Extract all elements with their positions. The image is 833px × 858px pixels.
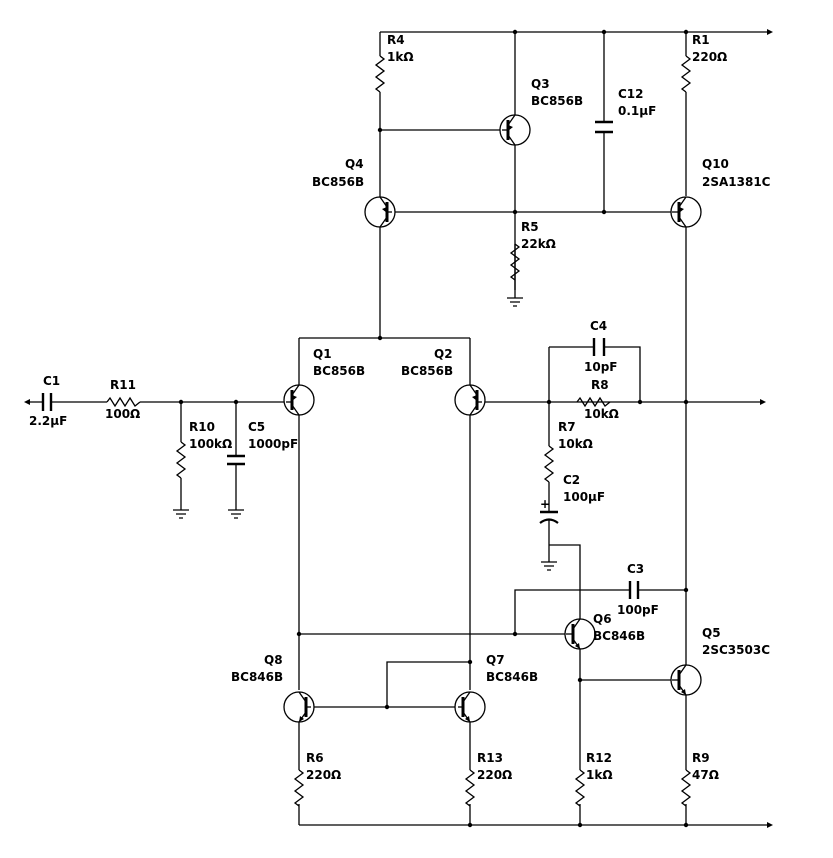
q8-value: BC846B [231, 670, 283, 684]
resistor-r4 [374, 55, 386, 93]
q2-value: BC856B [401, 364, 453, 378]
transistor-q10 [670, 196, 702, 228]
r7-ref: R7 [558, 420, 576, 434]
junction-dots [178, 29, 689, 828]
capacitor-c12 [595, 120, 613, 134]
q1-value: BC856B [313, 364, 365, 378]
transistor-q2 [454, 384, 486, 416]
r6-value: 220Ω [306, 768, 341, 782]
ground-r5 [507, 297, 523, 307]
resistor-r5 [509, 243, 521, 281]
r1-ref: R1 [692, 33, 710, 47]
q4-ref: Q4 [345, 157, 364, 171]
capacitor-c5 [227, 454, 245, 466]
c2-ref: C2 [563, 473, 580, 487]
resistor-r6 [293, 769, 305, 807]
q5-ref: Q5 [702, 626, 721, 640]
ground-r10 [173, 509, 189, 519]
c12-ref: C12 [618, 87, 644, 101]
bottom-rail-terminal [767, 822, 773, 828]
resistor-r7 [543, 445, 555, 483]
r5-value: 22kΩ [521, 237, 556, 251]
q5-value: 2SC3503C [702, 643, 770, 657]
wires [30, 31, 767, 826]
transistor-q8 [283, 691, 315, 723]
top-rail-terminal [767, 29, 773, 35]
r11-ref: R11 [110, 378, 136, 392]
c1-value: 2.2µF [29, 414, 67, 428]
transistor-q6 [564, 618, 596, 650]
r4-ref: R4 [387, 33, 405, 47]
resistor-r9 [680, 769, 692, 807]
c4-ref: C4 [590, 319, 607, 333]
capacitor-c3 [628, 581, 640, 599]
r5-ref: R5 [521, 220, 539, 234]
resistor-r12 [574, 769, 586, 807]
input-terminal [24, 399, 30, 405]
transistor-q5 [670, 664, 702, 696]
r8-ref: R8 [591, 378, 609, 392]
c5-value: 1000pF [248, 437, 298, 451]
ground-c5 [228, 509, 244, 519]
r12-ref: R12 [586, 751, 612, 765]
transistor-q7 [454, 691, 486, 723]
resistor-r8 [576, 396, 611, 408]
r9-ref: R9 [692, 751, 710, 765]
transistor-q4 [364, 196, 396, 228]
resistor-r11 [106, 396, 141, 408]
transistor-q3 [499, 114, 531, 146]
q10-ref: Q10 [702, 157, 729, 171]
terminals [24, 29, 773, 828]
component-labels: R4 1kΩ Q3 BC856B C12 0.1µF R1 220Ω Q4 BC… [29, 33, 771, 782]
resistor-r13 [464, 769, 476, 807]
transistor-q1 [283, 384, 315, 416]
c2-value: 100µF [563, 490, 605, 504]
c12-value: 0.1µF [618, 104, 656, 118]
c4-value: 10pF [584, 360, 618, 374]
r4-value: 1kΩ [387, 50, 414, 64]
r10-value: 100kΩ [189, 437, 232, 451]
c3-value: 100pF [617, 603, 659, 617]
q10-value: 2SA1381C [702, 175, 771, 189]
r1-value: 220Ω [692, 50, 727, 64]
q3-ref: Q3 [531, 77, 550, 91]
r13-value: 220Ω [477, 768, 512, 782]
q6-ref: Q6 [593, 612, 612, 626]
ground-c2 [541, 561, 557, 571]
r11-value: 100Ω [105, 407, 140, 421]
q6-value: BC846B [593, 629, 645, 643]
q7-value: BC846B [486, 670, 538, 684]
r7-value: 10kΩ [558, 437, 593, 451]
q2-ref: Q2 [434, 347, 453, 361]
capacitor-c4 [592, 338, 606, 356]
r13-ref: R13 [477, 751, 503, 765]
c1-ref: C1 [43, 374, 60, 388]
output-terminal [760, 399, 766, 405]
q4-value: BC856B [312, 175, 364, 189]
r12-value: 1kΩ [586, 768, 613, 782]
q7-ref: Q7 [486, 653, 505, 667]
r8-value: 10kΩ [584, 407, 619, 421]
r6-ref: R6 [306, 751, 324, 765]
capacitor-c2: + [539, 497, 559, 524]
c3-ref: C3 [627, 562, 644, 576]
resistor-r10 [175, 441, 187, 479]
q3-value: BC856B [531, 94, 583, 108]
resistor-r1 [680, 55, 692, 93]
r10-ref: R10 [189, 420, 215, 434]
c5-ref: C5 [248, 420, 265, 434]
r9-value: 47Ω [692, 768, 719, 782]
q8-ref: Q8 [264, 653, 283, 667]
c2-polarity-label: + [540, 497, 550, 511]
capacitor-c1 [41, 393, 53, 411]
q1-ref: Q1 [313, 347, 332, 361]
